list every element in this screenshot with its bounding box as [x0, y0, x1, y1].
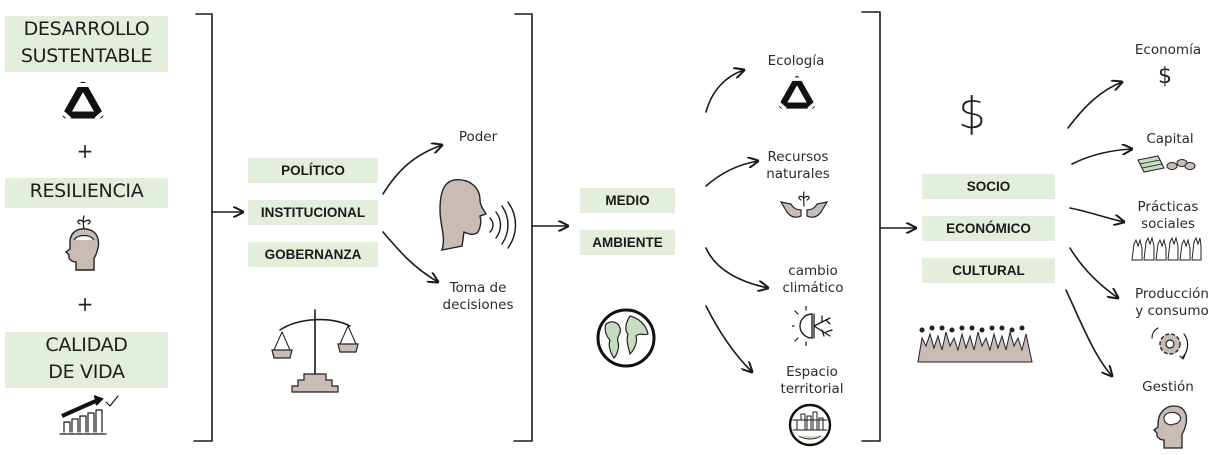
- label-capital: Capital: [1146, 131, 1194, 147]
- box-desarrollo-line1: DESARROLLO: [23, 18, 150, 40]
- arrow-to-gestion: [1065, 289, 1112, 376]
- label-recursos-naturales: Recursos naturales: [766, 149, 830, 182]
- box-gobernanza: GOBERNANZA: [248, 242, 378, 267]
- bracket-3: [861, 11, 881, 442]
- box-socio: SOCIO: [922, 174, 1055, 199]
- label-toma-de-decisiones: Toma de decisiones: [442, 280, 514, 313]
- box-calidad-de-vida: CALIDAD DE VIDA: [5, 332, 168, 388]
- box-calidad-line1: CALIDAD: [45, 334, 128, 356]
- globe-icon: [596, 308, 656, 368]
- arrow-to-economia: [1067, 82, 1122, 129]
- box-desarrollo-line2: SUSTENTABLE: [20, 45, 153, 67]
- city-globe-icon: [788, 403, 832, 447]
- label-gestion: Gestión: [1142, 379, 1194, 395]
- sun-snowflake-icon: [792, 306, 833, 346]
- scales-icon: [271, 309, 359, 393]
- gear-cycle-icon: [1151, 327, 1189, 360]
- arrow-to-cambio: [705, 247, 768, 288]
- bracket-1: [193, 13, 213, 442]
- label-ecologia: Ecología: [767, 53, 825, 69]
- arrow-to-recursos: [705, 161, 758, 187]
- dollar-sign-small-icon: $: [1158, 64, 1172, 89]
- arrow-to-produccion: [1069, 247, 1118, 298]
- raised-hands-icon: [1131, 236, 1202, 261]
- recycle-icon: [60, 82, 106, 121]
- box-economico: ECONÓMICO: [922, 216, 1055, 241]
- label-produccion-y-consumo: Producción y consumo: [1135, 286, 1209, 319]
- box-resiliencia-label: RESILIENCIA: [29, 180, 144, 202]
- box-cultural: CULTURAL: [922, 258, 1055, 283]
- label-practicas-sociales: Prácticas sociales: [1137, 199, 1199, 232]
- label-economia: Economía: [1134, 42, 1202, 58]
- head-plant-icon: [64, 215, 100, 271]
- plus-sign-1: +: [76, 139, 94, 163]
- recycle-icon-ecologia: [777, 76, 817, 111]
- box-medio: MEDIO: [580, 188, 675, 213]
- arrow-to-poder: [382, 145, 442, 195]
- arrow-to-toma: [382, 231, 438, 282]
- head-brain-icon: [1153, 405, 1188, 449]
- box-calidad-line2: DE VIDA: [48, 361, 125, 383]
- money-coins-icon: [1137, 155, 1196, 173]
- box-ambiente: AMBIENTE: [580, 230, 675, 255]
- box-resiliencia: RESILIENCIA: [5, 178, 168, 208]
- box-politico: POLÍTICO: [248, 158, 378, 183]
- dollar-sign-icon: $: [958, 88, 986, 139]
- bracket-2: [513, 13, 533, 442]
- box-desarrollo-sustentable: DESARROLLO SUSTENTABLE: [5, 16, 168, 72]
- label-poder: Poder: [458, 129, 498, 145]
- arrow-to-capital: [1071, 149, 1132, 165]
- label-espacio-territorial: Espacio territorial: [780, 364, 844, 397]
- speaking-head-icon: [439, 179, 517, 251]
- arrow-to-practicas: [1069, 207, 1124, 222]
- arrow-to-espacio: [705, 305, 752, 372]
- growth-chart-icon: [59, 395, 119, 435]
- arrow-to-ecologia: [705, 70, 744, 113]
- hands-plant-icon: [779, 191, 829, 218]
- crowd-icon: [917, 325, 1033, 363]
- label-cambio-climatico: cambio climático: [782, 263, 844, 296]
- plus-sign-2: +: [76, 292, 94, 316]
- box-institucional: INSTITUCIONAL: [248, 200, 378, 225]
